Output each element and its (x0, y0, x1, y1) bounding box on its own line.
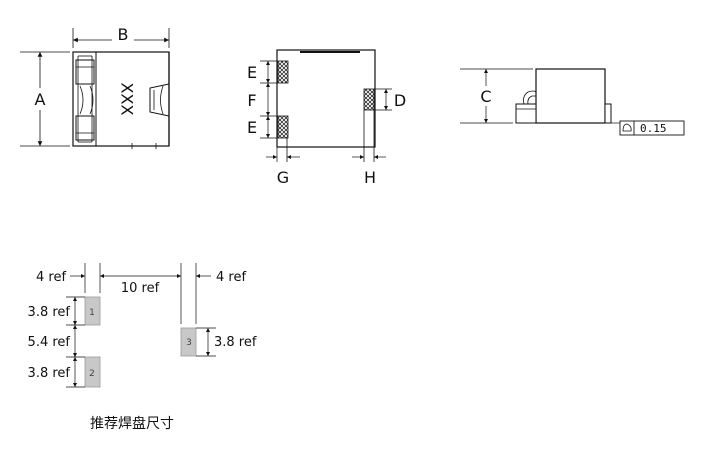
dimension-e-top-label: E (247, 63, 257, 82)
bottom-view: E F E D G H (247, 49, 406, 187)
dimension-g-label: G (277, 168, 289, 187)
pad-spacing-label: 5.4 ref (28, 335, 71, 350)
dimension-e-bottom-label: E (247, 118, 257, 137)
pad-3-number: 3 (186, 338, 192, 348)
pad-2-number: 2 (89, 369, 95, 379)
pad-1-number: 1 (89, 308, 95, 318)
pad-1 (84, 296, 101, 326)
pad-height-bottom-label: 3.8 ref (28, 366, 71, 381)
dimension-b-label: B (118, 25, 129, 44)
terminal-e-bottom (277, 115, 289, 139)
dimension-f-label: F (247, 91, 256, 110)
pad-height-top-label: 3.8 ref (28, 305, 71, 320)
pad-layout: 1 2 3 4 ref 10 ref 4 ref 3.8 ref 5.4 ref… (28, 263, 257, 432)
terminal-d (363, 88, 375, 111)
flatness-tolerance: 0.15 (640, 122, 667, 135)
side-view: C 0.15 (460, 68, 685, 136)
terminal-e-top (277, 60, 289, 84)
top-view: XXX B A (20, 25, 170, 149)
pad-2 (84, 356, 101, 388)
dimension-h-label: H (364, 168, 376, 187)
flatness-control-frame (619, 120, 685, 136)
pad-gap-label: 10 ref (121, 281, 160, 296)
dimension-c-label: C (480, 87, 491, 106)
dimension-a-label: A (35, 90, 46, 109)
pad3-height-label: 3.8 ref (214, 335, 257, 350)
pad-3 (180, 327, 197, 357)
pad-width-right-label: 4 ref (216, 270, 246, 285)
dimension-d-label: D (394, 91, 406, 110)
pad-width-left-label: 4 ref (36, 270, 66, 285)
flatness-icon (622, 123, 632, 132)
part-marking: XXX (118, 83, 137, 116)
pad-layout-caption: 推荐焊盘尺寸 (90, 415, 174, 432)
